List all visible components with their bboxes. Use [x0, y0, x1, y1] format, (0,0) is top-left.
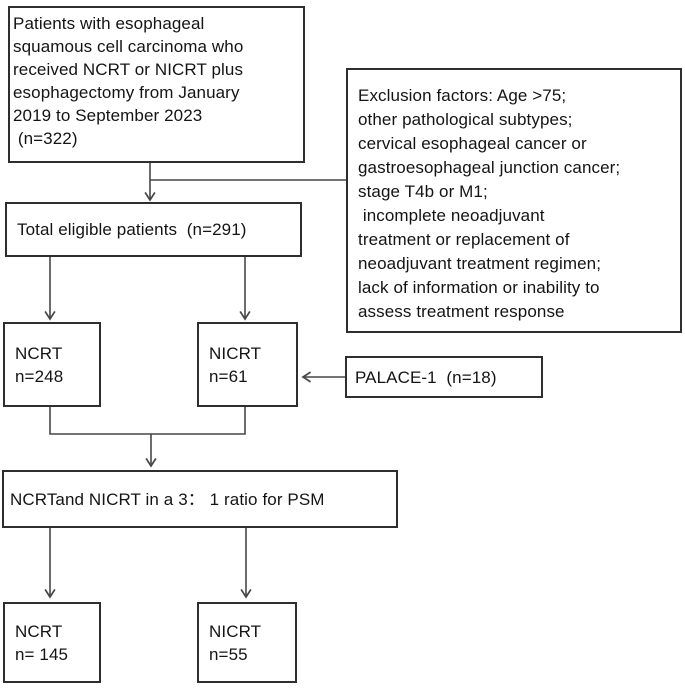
node-total-eligible: Total eligible patients (n=291): [5, 202, 302, 257]
connector-merge-elbow: [49, 407, 246, 435]
node-initial-patients: Patients with esophageal squamous cell c…: [8, 6, 305, 163]
node-nicrt-after-psm: NICRT n=55: [197, 602, 297, 683]
node-exclusion-factors: Exclusion factors: Age >75; other pathol…: [346, 68, 682, 333]
node-ncrt-group: NCRT n=248: [3, 322, 101, 407]
node-psm-ratio: NCRTand NICRT in a 3： 1 ratio for PSM: [2, 470, 398, 528]
node-nicrt-group: NICRT n=61: [197, 322, 298, 407]
node-ncrt-after-psm: NCRT n= 145: [3, 602, 101, 683]
node-palace1: PALACE-1 (n=18): [345, 356, 543, 398]
